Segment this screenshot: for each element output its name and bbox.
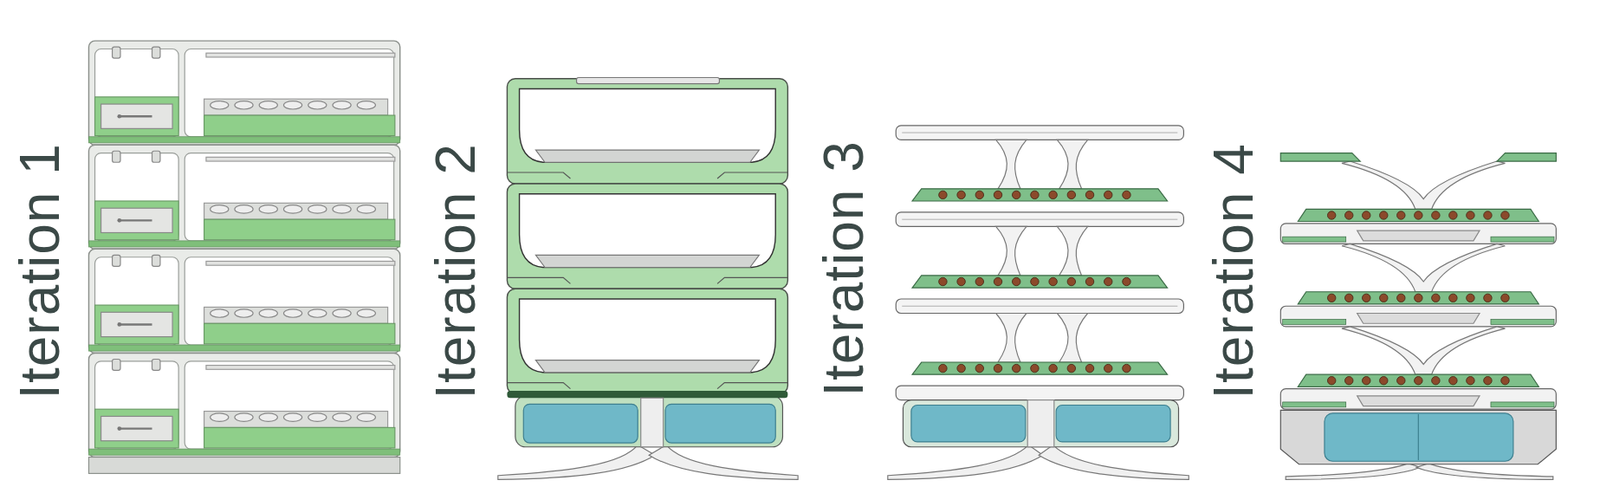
base-plinth: [88, 457, 400, 474]
shelf-unit: [88, 248, 400, 353]
water-tank: [911, 404, 1026, 441]
reservoir-housing: [1280, 409, 1556, 464]
shelf-module: [506, 183, 788, 289]
reservoir: [515, 395, 784, 447]
shelf-module: [1280, 326, 1556, 409]
shelf-module: [506, 288, 788, 394]
shelf-module: [506, 78, 788, 184]
center-stem: [1027, 400, 1055, 447]
iteration-label: Iteration 1: [8, 142, 73, 400]
leg: [648, 444, 798, 480]
shelf-module: [1280, 243, 1556, 326]
shelf-unit: [88, 40, 400, 145]
top-cap: [1496, 153, 1556, 162]
center-stem: [641, 397, 664, 447]
bottom-plate: [895, 385, 1184, 400]
iteration-label: Iteration 3: [812, 140, 877, 397]
shelf-module: [895, 212, 1184, 288]
iteration-label: Iteration 4: [1202, 142, 1267, 400]
leg: [1416, 463, 1554, 480]
shelf-module: [895, 298, 1184, 375]
iteration-label: Iteration 2: [424, 142, 489, 400]
top-cap: [1280, 153, 1361, 162]
iteration-3-shelf: [887, 125, 1189, 480]
water-tank: [523, 403, 638, 443]
water-tank: [665, 403, 776, 443]
rim: [506, 390, 788, 398]
tank-divider: [1418, 414, 1419, 460]
iteration-4-shelf: [1280, 153, 1556, 480]
iteration-2-shelf: [498, 77, 798, 480]
top-cap: [576, 77, 720, 84]
shelf-module: [1280, 161, 1556, 244]
leg: [1285, 463, 1420, 480]
iteration-1-shelf: [88, 40, 400, 473]
water-tank: [1324, 413, 1514, 461]
shelf-module: [895, 125, 1184, 201]
shelf-unit: [88, 144, 400, 249]
leg: [498, 444, 655, 480]
shelf-unit: [88, 352, 400, 457]
reservoir: [902, 400, 1179, 447]
leg: [1038, 444, 1189, 480]
leg: [887, 444, 1043, 480]
water-tank: [1055, 404, 1171, 441]
